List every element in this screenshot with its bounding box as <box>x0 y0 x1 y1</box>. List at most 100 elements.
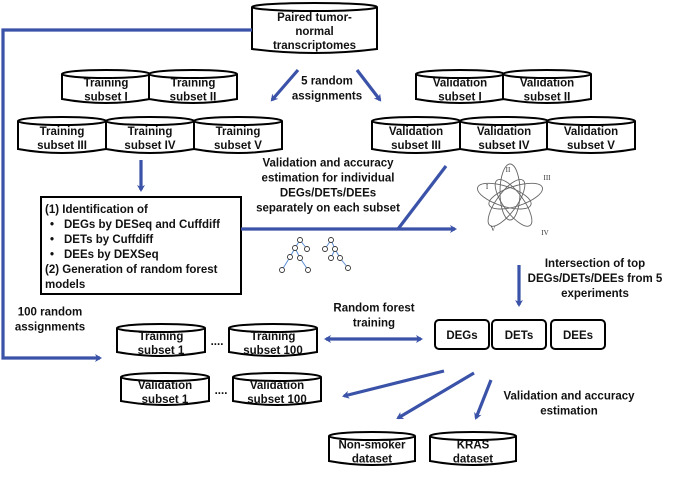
intersection-label-line: DEGs/DETs/DEEs from 5 <box>528 273 663 285</box>
source-cylinder-paired-transcriptomes-line: transcriptomes <box>273 40 356 52</box>
external-dataset-cylinder: KRAS dataset <box>429 431 517 466</box>
training-subset-cylinder-line: subset V <box>214 140 262 152</box>
source-cylinder-paired-transcriptomes-line: normal <box>295 26 333 38</box>
method-item: DEEs by DEXSeq <box>64 249 159 261</box>
method-box: (1) Identification of • DEGs by DESeq and … <box>40 196 242 295</box>
validation-100-subset-cylinder: Validation subset 1 <box>120 372 210 406</box>
random-forest-training-label-line: training <box>353 318 395 330</box>
arrow-source-to-100-assignments <box>1 28 252 362</box>
training-100-subset-cylinder-line: Training <box>251 331 296 343</box>
venn-label: V <box>490 225 495 233</box>
validation-final-label-line: estimation <box>540 406 598 418</box>
tree-icon <box>322 237 351 271</box>
feature-box-dees: DEEs <box>550 319 606 350</box>
intersection-label-line: experiments <box>561 288 629 300</box>
line-validation-to-horizontal <box>396 165 448 230</box>
validation-individual-label-line: separately on each subset <box>256 203 400 215</box>
training-subset-cylinder-line: subset IV <box>124 140 175 152</box>
validation-subset-cylinder: Validation subset III <box>371 116 461 154</box>
venn-label: I <box>486 183 489 191</box>
validation-individual-label-line: DEGs/DETs/DEEs <box>280 188 376 200</box>
training-subset-cylinder: Training subset V <box>193 116 283 154</box>
training-100-subset-cylinder-line: subset 1 <box>138 345 185 357</box>
training-subset-cylinder-line: subset II <box>170 92 217 104</box>
validation-subset-cylinder: Validation subset II <box>502 69 592 104</box>
validation-subset-cylinder-line: Validation <box>433 78 487 90</box>
training-subset-cylinder-line: Training <box>128 126 173 138</box>
bullet-icon: • <box>50 219 54 231</box>
training-subset-cylinder-line: subset III <box>37 140 87 152</box>
validation-individual-label-line: estimation for individual <box>262 173 395 185</box>
five-random-assignments-label-line: assignments <box>292 91 362 103</box>
validation-subset-cylinder: Validation subset IV <box>459 116 549 154</box>
validation-subset-cylinder-line: subset I <box>438 92 481 104</box>
hundred-random-assignments-label-line: assignments <box>15 322 85 334</box>
training-100-subset-cylinder: Training subset 1 <box>116 323 206 357</box>
validation-final-label-line: Validation and accuracy <box>503 391 635 403</box>
external-dataset-cylinder-line: KRAS <box>457 440 490 452</box>
validation-subset-cylinder-line: subset V <box>567 140 615 152</box>
training-subset-cylinder-line: Training <box>216 126 261 138</box>
venn-label: IV <box>541 229 548 237</box>
ellipsis-dots: .... <box>211 336 224 348</box>
validation-subset-cylinder: Validation subset V <box>546 116 636 154</box>
bullet-icon: • <box>50 249 54 261</box>
bullet-icon: • <box>50 234 54 246</box>
venn-label: II <box>506 166 511 174</box>
validation-subset-cylinder: Validation subset I <box>415 69 505 104</box>
validation-100-subset-cylinder: Validation subset 100 <box>232 372 322 406</box>
feature-box-label: DEGs <box>446 330 477 342</box>
external-dataset-cylinder: Non-smoker dataset <box>328 431 416 466</box>
intersection-label-line: Intersection of top <box>545 258 645 270</box>
ellipsis-dots: .... <box>215 385 228 397</box>
method-item: DETs by Cuffdiff <box>64 234 153 246</box>
feature-box-degs: DEGs <box>434 319 490 350</box>
training-subset-cylinder: Training subset IV <box>105 116 195 154</box>
validation-subset-cylinder-line: subset IV <box>478 140 529 152</box>
source-cylinder-paired-transcriptomes: Paired tumor-normal transcriptomes <box>251 2 378 54</box>
validation-100-subset-cylinder-line: subset 1 <box>142 394 189 406</box>
external-dataset-cylinder-line: dataset <box>453 454 493 466</box>
arrow-features-to-nonsmoker <box>396 371 475 420</box>
validation-subset-cylinder-line: Validation <box>477 126 531 138</box>
validation-100-subset-cylinder-line: subset 100 <box>247 394 306 406</box>
validation-subset-cylinder-line: Validation <box>389 126 443 138</box>
method-heading: (1) Identification of <box>45 204 148 216</box>
tree-icon <box>279 237 311 273</box>
training-subset-cylinder-line: Training <box>40 126 85 138</box>
arrow-to-training-subsets <box>270 68 300 102</box>
validation-100-subset-cylinder-line: Validation <box>138 380 192 392</box>
validation-individual-label-line: Validation and accuracy <box>262 158 394 170</box>
arrow-features-to-validation-100 <box>342 369 445 399</box>
feature-box-dets: DETs <box>491 319 547 350</box>
feature-box-label: DEEs <box>563 330 593 342</box>
training-subset-cylinder-line: Training <box>171 78 216 90</box>
venn-ellipse <box>477 182 532 210</box>
training-subset-cylinder: Training subset II <box>148 69 238 104</box>
venn-label: III <box>544 174 552 182</box>
validation-subset-cylinder-line: Validation <box>564 126 618 138</box>
validation-100-subset-cylinder-line: Validation <box>250 380 304 392</box>
validation-subset-cylinder-line: subset II <box>524 92 571 104</box>
validation-subset-cylinder-line: Validation <box>520 78 574 90</box>
method-heading: (2) Generation of random forest <box>45 264 218 276</box>
arrow-to-validation-subsets <box>355 69 382 102</box>
training-100-subset-cylinder-line: Training <box>139 331 184 343</box>
random-forest-training-label-line: Random forest <box>333 303 414 315</box>
training-subset-cylinder-line: Training <box>84 78 129 90</box>
training-subset-cylinder: Training subset III <box>17 116 107 154</box>
external-dataset-cylinder-line: Non-smoker <box>338 440 406 452</box>
method-heading: models <box>45 279 85 291</box>
hundred-random-assignments-label-line: 100 random <box>18 307 83 319</box>
external-dataset-cylinder-line: dataset <box>352 454 392 466</box>
arrow-features-to-kras <box>474 379 493 420</box>
method-item: DEGs by DESeq and Cuffdiff <box>64 219 220 231</box>
decision-trees-icon <box>279 237 351 273</box>
validation-subset-cylinder-line: subset III <box>391 140 441 152</box>
arrows <box>1 28 523 420</box>
source-cylinder-paired-transcriptomes-line: Paired tumor- <box>277 12 352 24</box>
